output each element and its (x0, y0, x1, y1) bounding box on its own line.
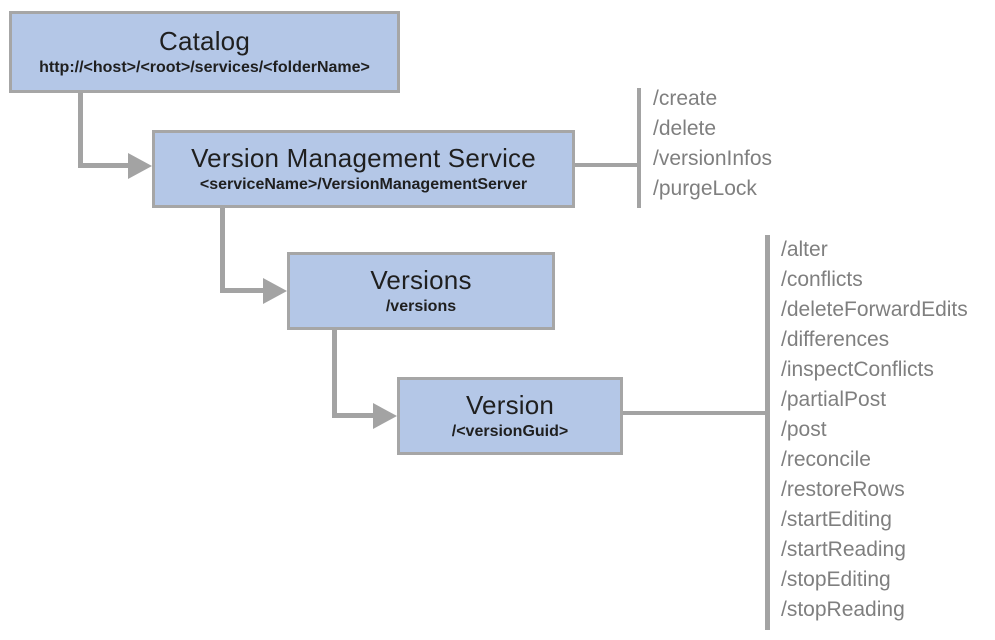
operation-item: /partialPost (781, 388, 887, 411)
connector-catalog-to-vms-vertical (78, 93, 83, 168)
operation-item: /alter (781, 238, 828, 261)
connector-vms-to-operations (575, 163, 637, 167)
operation-item: /purgeLock (653, 177, 757, 200)
node-version-management-service: Version Management Service <serviceName>… (152, 130, 575, 208)
vms-operations-list: /create/delete/versionInfos/purgeLock (653, 84, 772, 204)
vms-operations-bracket-line (637, 88, 641, 208)
operation-item: /delete (653, 117, 717, 140)
version-operations-list: /alter/conflicts/deleteForwardEdits/diff… (781, 235, 968, 625)
operation-item: /stopReading (781, 598, 905, 621)
connector-version-to-operations (623, 411, 765, 415)
operation-item: /restoreRows (781, 478, 905, 501)
operation-item: /inspectConflicts (781, 358, 934, 381)
node-versions-subtitle: /versions (385, 298, 457, 315)
operation-item: /reconcile (781, 448, 871, 471)
operation-item: /deleteForwardEdits (781, 298, 968, 321)
operation-item: /differences (781, 328, 890, 351)
operation-item: /versionInfos (653, 147, 773, 170)
node-version: Version /<versionGuid> (397, 377, 623, 455)
node-vms-title: Version Management Service (191, 143, 536, 173)
node-version-subtitle: /<versionGuid> (451, 423, 569, 440)
connector-catalog-to-vms-horizontal (78, 163, 132, 168)
node-versions: Versions /versions (287, 252, 555, 330)
node-catalog-subtitle: http://<host>/<root>/services/<folderNam… (39, 59, 370, 76)
operation-item: /startEditing (781, 508, 892, 531)
operation-item: /startReading (781, 538, 906, 561)
connector-vms-to-versions-horizontal (220, 288, 267, 293)
connector-vms-to-versions-vertical (220, 208, 225, 293)
operation-item: /stopEditing (781, 568, 891, 591)
version-operations-bracket-line (765, 235, 770, 630)
node-vms-subtitle: <serviceName>/VersionManagementServer (199, 176, 528, 193)
connector-versions-to-version-vertical (332, 330, 337, 418)
operation-item: /create (653, 87, 718, 110)
node-version-title: Version (465, 390, 555, 420)
arrowhead-icon (263, 278, 287, 304)
operation-item: /post (781, 418, 827, 441)
node-catalog-title: Catalog (158, 26, 251, 56)
operation-item: /conflicts (781, 268, 863, 291)
node-versions-title: Versions (370, 265, 472, 295)
arrowhead-icon (128, 153, 152, 179)
arrowhead-icon (373, 403, 397, 429)
node-catalog: Catalog http://<host>/<root>/services/<f… (9, 11, 400, 93)
connector-versions-to-version-horizontal (332, 413, 377, 418)
